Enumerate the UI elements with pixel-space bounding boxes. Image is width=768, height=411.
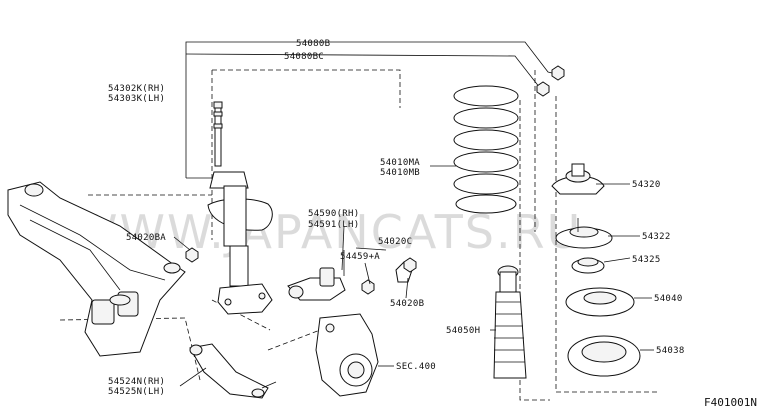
lower-arm-part bbox=[189, 343, 277, 399]
label-54303K: 54303K(LH) bbox=[108, 94, 165, 104]
label-54010MA: 54010MA bbox=[380, 158, 420, 168]
watermark-text: WWW.JAPANCATS.RU bbox=[72, 205, 582, 259]
spring-seat-upper-part bbox=[565, 287, 635, 317]
top-leader-lines bbox=[185, 41, 557, 179]
label-54459A: 54459+A bbox=[340, 252, 380, 262]
label-54020C: 54020C bbox=[378, 237, 412, 247]
label-54325: 54325 bbox=[632, 255, 661, 265]
dust-boot-part bbox=[493, 265, 527, 379]
stabilizer-bushing-part bbox=[287, 247, 387, 301]
label-54050H: 54050H bbox=[446, 326, 480, 336]
bearing-part bbox=[571, 257, 605, 274]
part-labels: 54080B 54080BC 54302K(RH) 54303K(LH) 540… bbox=[108, 39, 685, 397]
label-54080B: 54080B bbox=[296, 39, 330, 49]
strut-mount-part bbox=[551, 163, 605, 195]
label-54524N: 54524N(RH) bbox=[108, 377, 165, 387]
spring-seat-lower-part bbox=[567, 335, 641, 377]
strut-part bbox=[207, 101, 273, 315]
label-54302K: 54302K(RH) bbox=[108, 84, 165, 94]
label-54020B: 54020B bbox=[390, 299, 424, 309]
diagram-code: F401001N bbox=[704, 396, 757, 409]
label-54590: 54590(RH) bbox=[308, 209, 359, 219]
label-54010MB: 54010MB bbox=[380, 168, 420, 178]
label-leaders bbox=[173, 165, 654, 387]
mount-insulator-part bbox=[555, 218, 613, 249]
label-54020BA: 54020BA bbox=[126, 233, 166, 243]
label-54525N: 54525N(LH) bbox=[108, 387, 165, 397]
label-54591: 54591(LH) bbox=[308, 220, 359, 230]
label-SEC400: SEC.400 bbox=[396, 362, 436, 372]
coil-spring-part bbox=[453, 85, 519, 214]
hardware-part bbox=[185, 65, 565, 295]
subframe-part bbox=[7, 181, 186, 357]
label-54040: 54040 bbox=[654, 294, 683, 304]
steering-knuckle-part bbox=[315, 313, 379, 397]
label-54080BC: 54080BC bbox=[284, 52, 324, 62]
label-54038: 54038 bbox=[656, 346, 685, 356]
label-54320: 54320 bbox=[632, 180, 661, 190]
label-54322: 54322 bbox=[642, 232, 671, 242]
